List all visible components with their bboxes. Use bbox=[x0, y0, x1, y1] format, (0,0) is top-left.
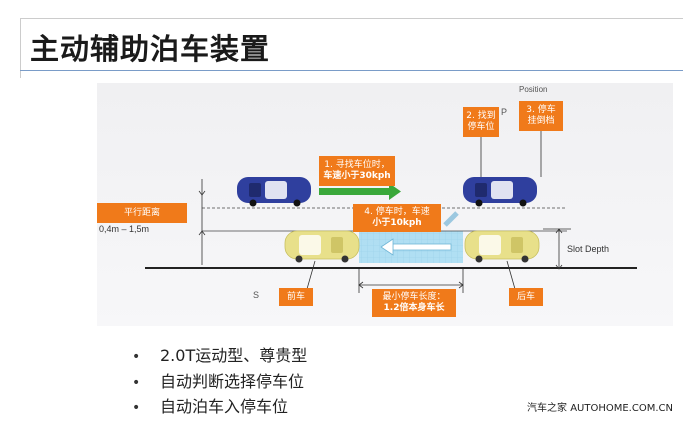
callout-min-length-line1: 最小停车长度： bbox=[382, 292, 446, 302]
callout-rear-car: 后车 bbox=[509, 288, 543, 306]
leader-rear bbox=[506, 260, 516, 290]
callout-lateral-text: 平行距离 bbox=[123, 207, 160, 218]
search-arrow-icon bbox=[319, 183, 401, 200]
bullet-dot-icon: • bbox=[132, 374, 141, 391]
feature-bullet-list: • 2.0T运动型、尊贵型 • 自动判断选择停车位 • 自动泊车入停车位 bbox=[132, 344, 307, 421]
bullet-dot-icon: • bbox=[132, 349, 141, 365]
blue-car-searching bbox=[237, 177, 311, 207]
callout-step4-line2: 小于10kph bbox=[372, 218, 422, 228]
leader-front bbox=[306, 260, 316, 290]
callout-front-car: 前车 bbox=[279, 288, 313, 306]
callout-step3-line1: 3. 停车 bbox=[526, 105, 556, 115]
bullet-item: • 自动判断选择停车位 bbox=[132, 370, 307, 396]
callout-step2-line1: 2. 找到 bbox=[466, 111, 496, 121]
callout-step2: 2. 找到 停车位 bbox=[463, 107, 499, 137]
callout-step3: 3. 停车 挂倒档 bbox=[519, 101, 563, 131]
top-border bbox=[20, 18, 683, 19]
bullet-text: 自动判断选择停车位 bbox=[160, 371, 305, 391]
diagram-graphics bbox=[145, 130, 637, 293]
callout-step2-line2: 停车位 bbox=[467, 122, 495, 132]
callout-step1: 1. 寻找车位时， 车速小于30kph bbox=[319, 156, 395, 186]
title-underline bbox=[20, 70, 683, 71]
parking-diagram: 1. 寻找车位时， 车速小于30kph 2. 找到 停车位 3. 停车 挂倒档 … bbox=[97, 83, 673, 326]
diagonal-arrow-icon bbox=[443, 211, 459, 227]
position-fragment-label: Position bbox=[519, 85, 548, 94]
range-label: 0,4m – 1,5m bbox=[99, 224, 150, 234]
watermark: 汽车之家 AUTOHOME.COM.CN bbox=[527, 403, 673, 414]
callout-step4: 4. 停车时，车速 小于10kph bbox=[353, 204, 441, 232]
bullet-dot-icon: • bbox=[132, 400, 141, 416]
slot-depth-label: Slot Depth bbox=[567, 244, 610, 254]
callout-front-text: 前车 bbox=[286, 291, 305, 302]
callout-rear-text: 后车 bbox=[516, 291, 535, 302]
callout-step1-line1: 1. 寻找车位时， bbox=[324, 160, 390, 170]
bullet-item: • 自动泊车入停车位 bbox=[132, 395, 307, 421]
callout-step4-line1: 4. 停车时，车速 bbox=[364, 207, 430, 217]
callout-step1-line2: 车速小于30kph bbox=[323, 171, 391, 181]
bullet-item: • 2.0T运动型、尊贵型 bbox=[132, 344, 307, 370]
p-fragment-label: P bbox=[501, 107, 508, 117]
left-border bbox=[20, 18, 21, 78]
blue-car-stopped bbox=[463, 177, 537, 207]
callout-min-length: 最小停车长度： 1.2倍本身车长 bbox=[372, 289, 456, 317]
park-arrow-icon bbox=[380, 238, 452, 256]
slide-title: 主动辅助泊车装置 bbox=[30, 32, 271, 66]
bullet-text: 2.0T运动型、尊贵型 bbox=[160, 346, 308, 365]
callout-step3-line2: 挂倒档 bbox=[527, 116, 555, 126]
yellow-car-front bbox=[284, 230, 360, 263]
yellow-car-rear bbox=[464, 230, 540, 263]
callout-lateral-distance: 平行距离 bbox=[97, 203, 187, 223]
s-fragment-label: S bbox=[253, 290, 260, 300]
callout-min-length-line2: 1.2倍本身车长 bbox=[383, 303, 445, 313]
bullet-text: 自动泊车入停车位 bbox=[160, 397, 289, 416]
